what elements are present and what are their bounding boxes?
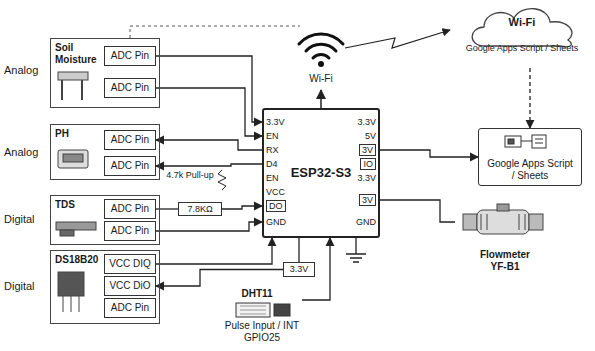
node-label: ADC Pin bbox=[111, 82, 149, 94]
note-label: Wi-Fi bbox=[301, 73, 341, 85]
wifi-icon bbox=[299, 34, 343, 58]
pin-label: 5V bbox=[336, 130, 376, 142]
pin-label: D4 bbox=[266, 158, 296, 170]
pin-label: IO bbox=[336, 158, 376, 170]
pin-label: 3.3V bbox=[266, 116, 296, 128]
node-label: DHT11 bbox=[241, 288, 272, 300]
node-label: ADC Pin bbox=[111, 50, 149, 62]
resistor-symbol bbox=[218, 170, 226, 190]
node-label: VCC DIQ bbox=[109, 258, 151, 270]
cloud-node: Wi-FiGoogle Apps Script / Sheets bbox=[452, 6, 592, 68]
supply-box: 3.3V bbox=[283, 262, 315, 277]
wifi-dot bbox=[318, 61, 324, 67]
note-label: Pulse Input / INT GPIO25 bbox=[212, 320, 312, 343]
pin-box: ADC Pin bbox=[104, 130, 156, 150]
sheets-icon bbox=[505, 135, 546, 148]
node-label: 3.3V bbox=[290, 264, 309, 274]
node-label: 7.8KΩ bbox=[187, 204, 212, 214]
sensor-group: Soil MoistureADC PinADC Pin bbox=[50, 38, 160, 108]
pin-box: ADC Pin bbox=[104, 298, 156, 318]
pin-box: ADC Pin bbox=[104, 221, 156, 241]
flowmeter-icon bbox=[463, 204, 543, 234]
connector bbox=[380, 150, 478, 157]
radio-link bbox=[345, 30, 450, 48]
node-label: ADC Pin bbox=[111, 160, 149, 172]
node-label: Google Apps Script / Sheets bbox=[485, 158, 575, 181]
connector bbox=[156, 270, 283, 287]
note-label: 4.7k Pull-up bbox=[164, 170, 216, 180]
node-label: Flowmeter YF-B1 bbox=[473, 249, 537, 272]
sensor-group: TDSADC PinADC Pin bbox=[50, 195, 160, 245]
pin-box: ADC Pin bbox=[104, 46, 156, 66]
node-label: Google Apps Script / Sheets bbox=[466, 43, 579, 53]
pin-label: 3.3V bbox=[336, 116, 376, 128]
dht-sensor: DHT11 bbox=[212, 288, 302, 318]
node-label: ADC Pin bbox=[111, 203, 149, 215]
pin-box: ADC Pin bbox=[104, 78, 156, 98]
pin-label: GND bbox=[266, 216, 296, 228]
connector bbox=[156, 222, 262, 231]
pin-box: ADC Pin bbox=[104, 156, 156, 176]
pin-label: 3V bbox=[336, 194, 376, 206]
sensor-group: DS18B20 VCC DIQ VCC DiO ADC Pin bbox=[50, 250, 160, 324]
connector bbox=[156, 56, 262, 122]
pin-box: VCC DiO bbox=[104, 276, 156, 296]
connector bbox=[298, 238, 299, 262]
group-heading: Soil Moisture bbox=[55, 42, 105, 65]
node-label: ADC Pin bbox=[111, 302, 149, 314]
connector bbox=[156, 88, 262, 136]
pin-box: ADC Pin bbox=[104, 199, 156, 219]
cloud-shape bbox=[472, 9, 572, 47]
group-heading: DS18B20 bbox=[55, 254, 105, 266]
ground-symbol bbox=[346, 238, 366, 262]
pin-label: EN bbox=[266, 172, 296, 184]
group-heading: TDS bbox=[55, 199, 105, 211]
connector bbox=[222, 206, 262, 209]
group-label: Analog bbox=[4, 64, 48, 77]
dht11-sensor bbox=[236, 303, 290, 317]
service-box: Google Apps Script / Sheets bbox=[478, 128, 582, 186]
sensor-icons bbox=[56, 72, 96, 312]
group-label: Digital bbox=[4, 280, 48, 293]
connector bbox=[156, 164, 262, 166]
pin-label: EN bbox=[266, 130, 296, 142]
resistor-box: 7.8KΩ bbox=[178, 202, 222, 216]
pin-label: DO bbox=[266, 200, 296, 212]
group-heading: PH bbox=[55, 128, 105, 140]
dashed-wire bbox=[130, 26, 300, 38]
pin-label: GND bbox=[336, 216, 376, 228]
sensor-group: PHADC PinADC Pin bbox=[50, 124, 160, 180]
flowmeter: Flowmeter YF-B1 bbox=[455, 204, 555, 272]
pin-label: 3V bbox=[336, 144, 376, 156]
group-label: Digital bbox=[4, 213, 48, 226]
connector bbox=[380, 200, 455, 222]
node-label: ADC Pin bbox=[111, 225, 149, 237]
node-label: VCC DiO bbox=[109, 280, 150, 292]
pin-label: 3.3V bbox=[336, 172, 376, 184]
node-label: ADC Pin bbox=[111, 134, 149, 146]
group-label: Analog bbox=[4, 146, 48, 159]
pin-label: RX bbox=[266, 144, 296, 156]
pin-box: VCC DIQ bbox=[104, 254, 156, 274]
uplink-arrow bbox=[320, 90, 322, 108]
pin-label: VCC bbox=[266, 186, 296, 198]
node-label: ESP32-S3 bbox=[291, 166, 352, 181]
connector bbox=[156, 140, 262, 150]
connector bbox=[156, 238, 272, 264]
connector bbox=[529, 68, 530, 128]
node-label: Wi-Fi bbox=[509, 16, 536, 29]
